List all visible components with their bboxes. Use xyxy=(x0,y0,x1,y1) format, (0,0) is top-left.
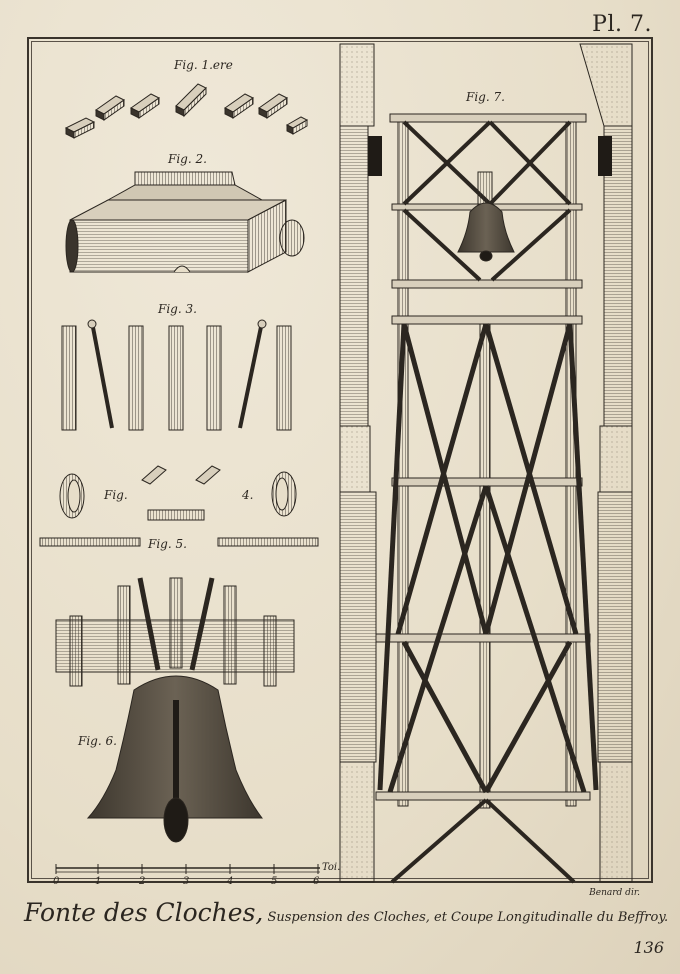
caption-sub: Suspension des Cloches, et Coupe Longitu… xyxy=(263,910,669,925)
fig2-label: Fig. 2. xyxy=(168,152,207,166)
fig6-label: Fig. 6. xyxy=(78,734,117,748)
scale-tick-1: 1 xyxy=(95,876,102,887)
fig2-mould-block xyxy=(65,171,305,273)
scale-tick-0: 0 xyxy=(53,876,60,887)
fig1-label: Fig. 1.ere xyxy=(174,58,233,72)
fig4-label-right: 4. xyxy=(242,488,254,502)
fig3-tools xyxy=(61,319,292,431)
scale-tick-5: 5 xyxy=(271,876,278,887)
fig7-label: Fig. 7. xyxy=(466,90,505,104)
scale-tick-3: 3 xyxy=(183,876,190,887)
fig7-belfry xyxy=(339,43,633,884)
fig5-rods xyxy=(39,537,319,547)
scale-tick-6: 6 xyxy=(313,876,320,887)
fig5-label: Fig. 5. xyxy=(148,537,187,551)
page-number: 136 xyxy=(633,938,664,957)
fig3-label: Fig. 3. xyxy=(158,302,197,316)
scale-tick-2: 2 xyxy=(139,876,146,887)
fig6-bell-mould xyxy=(55,577,295,843)
plate-number: Pl. 7. xyxy=(592,12,652,37)
scale-bar xyxy=(55,864,320,874)
fig4-rings xyxy=(59,465,297,521)
fig1-bars xyxy=(64,83,309,139)
engraver-credit: Benard dir. xyxy=(589,888,640,898)
fig4-label-left: Fig. xyxy=(104,488,128,502)
plate-caption: Fonte des Cloches, Suspension des Cloche… xyxy=(24,898,668,927)
caption-main: Fonte des Cloches, xyxy=(24,898,264,927)
scale-tick-4: 4 xyxy=(227,876,234,887)
scale-unit: Toi. xyxy=(322,862,341,873)
